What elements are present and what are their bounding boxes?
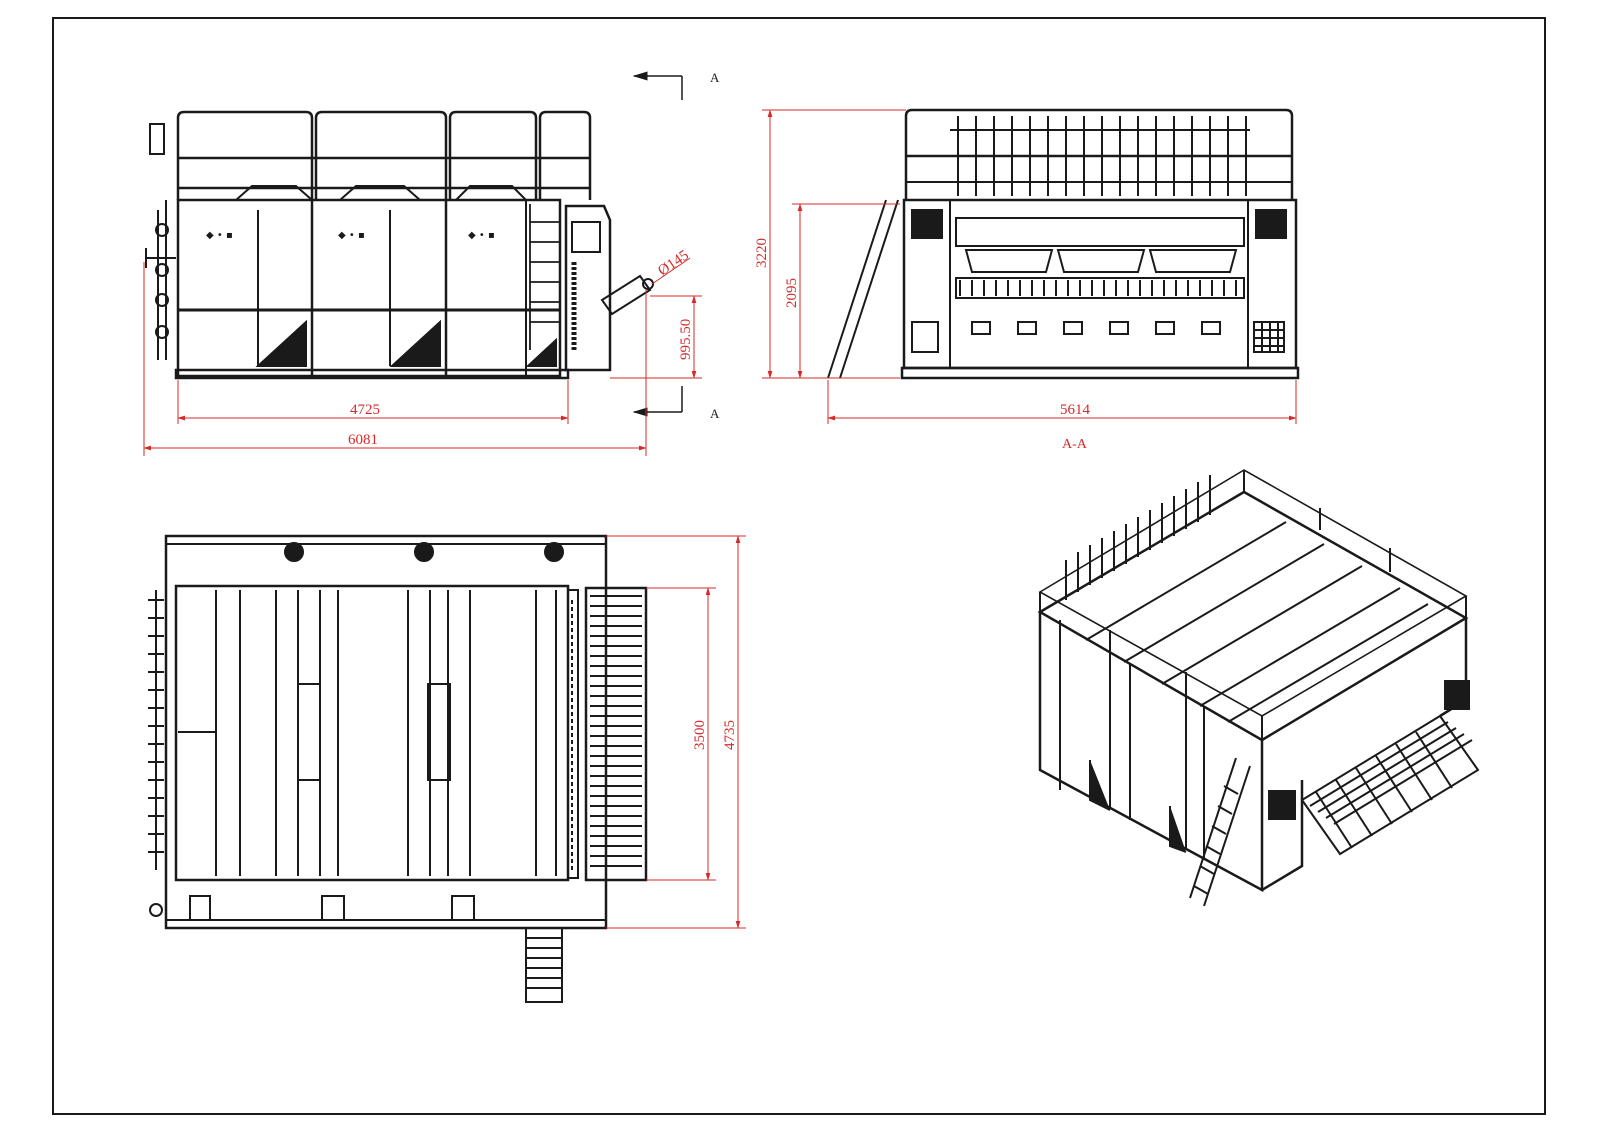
dim-front-inlet-height: 995.50 bbox=[678, 319, 694, 360]
section-arrow-a-bottom bbox=[632, 386, 683, 417]
front-railing bbox=[176, 110, 592, 200]
left-pipework bbox=[145, 123, 176, 360]
dim-front-pipe-diameter: Ø145 bbox=[655, 247, 692, 279]
dim-top-overall-depth: 4735 bbox=[722, 720, 738, 750]
section-caption: A-A bbox=[1062, 437, 1088, 452]
front-view: ◆ • ▪ ◆ • ▪ ◆ • ▪ bbox=[145, 110, 654, 380]
drawing-border bbox=[52, 17, 1546, 1115]
dim-side-body-height: 2095 bbox=[784, 278, 800, 308]
svg-text:◆ • ▪: ◆ • ▪ bbox=[338, 230, 365, 241]
section-arrow-a-top bbox=[632, 71, 683, 100]
front-ladder bbox=[529, 204, 561, 350]
svg-text:◆ • ▪: ◆ • ▪ bbox=[468, 230, 495, 241]
top-dimension-lines bbox=[606, 535, 746, 929]
dim-side-overall-width: 5614 bbox=[1060, 402, 1091, 418]
isometric-view bbox=[1037, 469, 1480, 907]
section-label-bottom: A bbox=[710, 406, 720, 421]
section-label-top: A bbox=[710, 70, 720, 85]
brand-logo-marks: ◆ • ▪ ◆ • ▪ ◆ • ▪ bbox=[206, 230, 495, 241]
front-dimension-lines bbox=[143, 257, 702, 456]
dim-front-frame-width: 4725 bbox=[350, 402, 380, 418]
dim-side-overall-height: 3220 bbox=[754, 238, 770, 268]
side-view bbox=[827, 108, 1300, 380]
top-left-valves bbox=[148, 590, 164, 917]
side-dimension-lines bbox=[762, 109, 1297, 424]
feeder-clamps bbox=[950, 116, 1250, 196]
dim-top-feed-width: 3500 bbox=[692, 720, 708, 750]
svg-text:◆ • ▪: ◆ • ▪ bbox=[206, 230, 233, 241]
top-view bbox=[148, 534, 648, 1003]
dim-front-overall-width: 6081 bbox=[348, 432, 378, 448]
